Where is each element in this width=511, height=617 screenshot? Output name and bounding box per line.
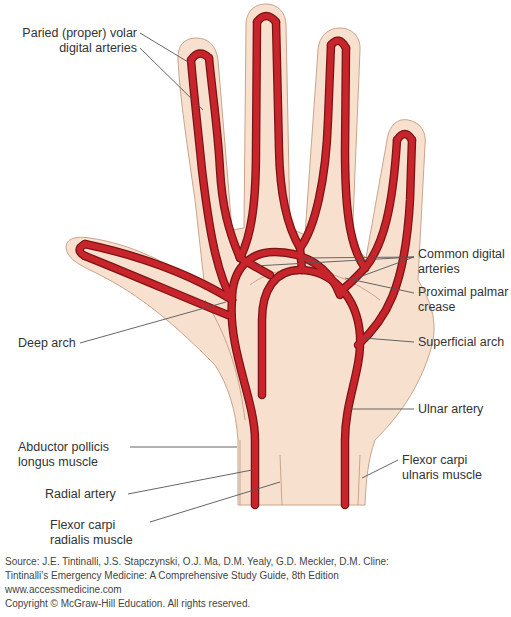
source-line: Tintinalli's Emergency Medicine: A Compr… [5, 570, 339, 582]
part-label: Radial artery [45, 487, 135, 502]
source-line: Copyright © McGraw-Hill Education. All r… [5, 598, 250, 610]
artery [80, 16, 413, 505]
artery-outline [80, 16, 413, 505]
part-label: Superficial arch [418, 335, 510, 350]
part-label: Flexor carpi ulnaris muscle [402, 453, 497, 484]
part-label: Flexor carpi radialis muscle [50, 518, 150, 549]
part-label: Proximal palmar crease [418, 285, 510, 316]
part-label: Abductor pollicis longus muscle [18, 440, 128, 471]
source-line: www.accessmedicine.com [5, 584, 122, 596]
part-label: Common digital arteries [418, 247, 510, 278]
source-line: Source: J.E. Tintinalli, J.S. Stapczynsk… [5, 556, 389, 568]
leader-lines [80, 33, 414, 522]
part-label: Ulnar artery [418, 402, 510, 417]
hand-outline [66, 4, 434, 505]
part-label: Paried (proper) volar digital arteries [2, 26, 137, 57]
part-label: Deep arch [18, 336, 98, 351]
